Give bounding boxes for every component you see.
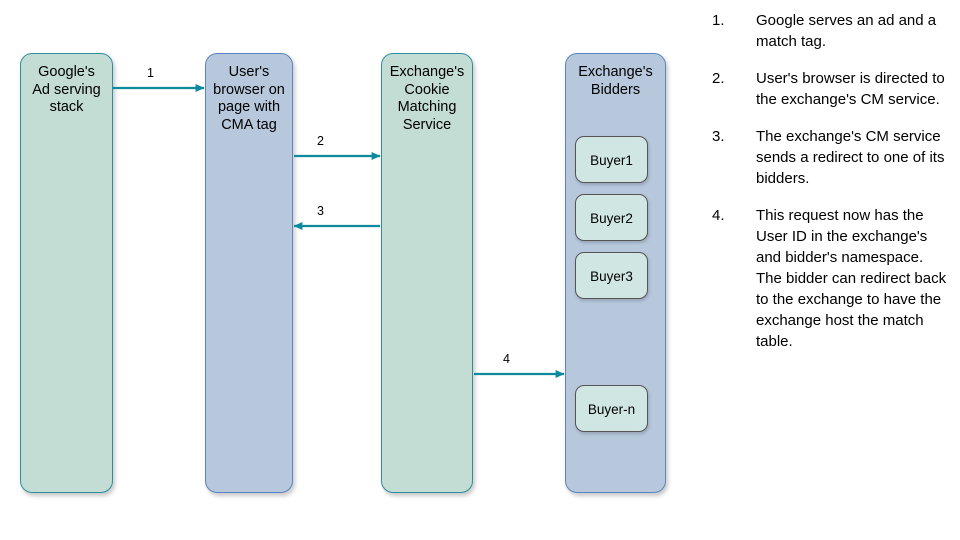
- node-label: User's browser on page with CMA tag: [213, 64, 285, 133]
- step-text: Google serves an ad and a match tag.: [756, 12, 937, 50]
- step-item: 3. The exchange's CM service sends a redi…: [706, 126, 950, 189]
- step-item: 4. This request now has the User ID in th…: [706, 205, 950, 352]
- node-google-ad-serving-stack[interactable]: Google's Ad serving stack: [20, 53, 113, 493]
- node-label: Google's Ad serving stack: [32, 64, 101, 115]
- step-text: User's browser is directed to the exchan…: [756, 70, 945, 108]
- arrow-1-label: 1: [147, 66, 154, 80]
- node-label: Exchange's Bidders: [578, 64, 653, 98]
- arrow-2-label: 2: [317, 134, 324, 148]
- arrow-4-label: 4: [503, 352, 510, 366]
- arrow-3-label: 3: [317, 204, 324, 218]
- buyer-box-buyer-n[interactable]: Buyer-n: [575, 385, 648, 432]
- buyer-box-buyer2[interactable]: Buyer2: [575, 194, 648, 241]
- buyer-box-buyer3[interactable]: Buyer3: [575, 252, 648, 299]
- node-label: Exchange's Cookie Matching Service: [389, 64, 465, 133]
- step-number: 4.: [712, 207, 725, 224]
- step-number: 1.: [712, 12, 725, 29]
- step-number: 2.: [712, 70, 725, 87]
- step-item: 2. User's browser is directed to the exch…: [706, 68, 950, 110]
- step-text: This request now has the User ID in the …: [756, 207, 947, 350]
- steps-list: 1. Google serves an ad and a match tag. 2.…: [706, 10, 950, 368]
- node-users-browser[interactable]: User's browser on page with CMA tag: [205, 53, 293, 493]
- step-item: 1. Google serves an ad and a match tag.: [706, 10, 950, 52]
- buyer-box-buyer1[interactable]: Buyer1: [575, 136, 648, 183]
- step-text: The exchange's CM service sends a redire…: [756, 128, 945, 187]
- node-exchange-cookie-matching-service[interactable]: Exchange's Cookie Matching Service: [381, 53, 473, 493]
- step-number: 3.: [712, 128, 725, 145]
